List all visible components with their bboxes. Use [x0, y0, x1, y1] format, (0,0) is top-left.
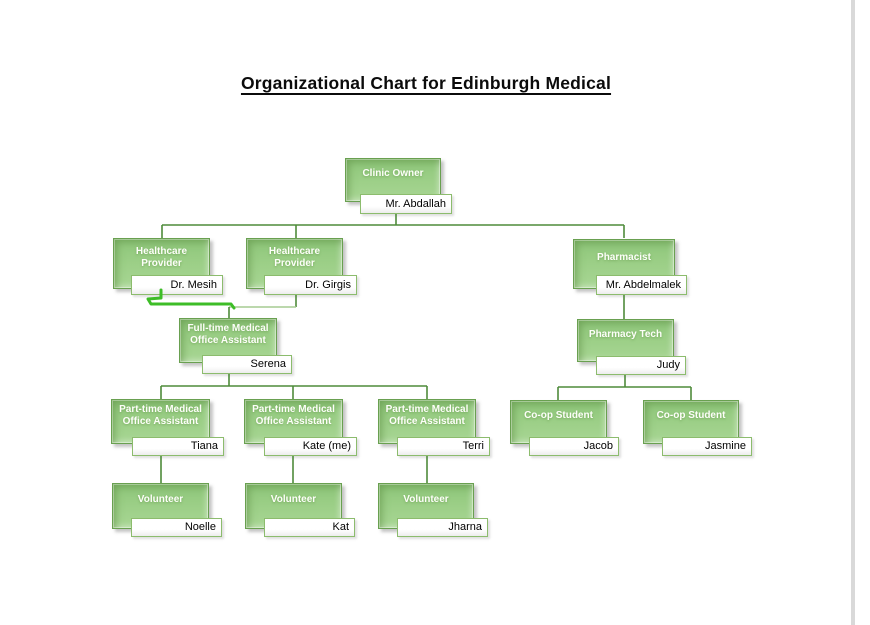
page-title[interactable]: Organizational Chart for Edinburgh Medic…: [240, 73, 612, 93]
name-text-mr-abdallah: Mr. Abdallah: [385, 197, 446, 210]
org-name-kat[interactable]: Kat: [264, 518, 355, 537]
org-name-judy[interactable]: Judy: [596, 356, 686, 375]
node-title-volunteer-3: Volunteer: [403, 494, 449, 505]
node-title-volunteer-1: Volunteer: [137, 494, 184, 505]
org-name-dr-girgis[interactable]: Dr. Girgis: [264, 275, 357, 295]
org-name-jharna[interactable]: Jharna: [397, 518, 488, 537]
org-node-coop-student-1[interactable]: Co-op Student: [510, 400, 607, 444]
node-title-clinic-owner: Clinic Owner: [362, 168, 424, 179]
name-text-kat: Kat: [332, 521, 349, 533]
node-title-parttime-moa-1: Part-time Medical Office Assistant: [119, 403, 202, 427]
org-name-noelle[interactable]: Noelle: [131, 518, 222, 537]
node-title-pharmacy-tech: Pharmacy Tech: [588, 328, 663, 340]
node-title-provider-2: Healthcare Provider: [268, 245, 321, 269]
page-right-edge: [851, 0, 855, 625]
name-text-jharna: Jharna: [448, 521, 482, 533]
node-title-pharmacist: Pharmacist: [597, 252, 651, 263]
org-node-parttime-moa-1[interactable]: Part-time Medical Office Assistant: [111, 399, 210, 444]
name-text-tiana: Tiana: [190, 440, 218, 452]
name-text-serena: Serena: [250, 358, 286, 370]
name-text-jacob: Jacob: [583, 440, 613, 452]
org-name-mr-abdallah[interactable]: Mr. Abdallah: [360, 194, 452, 214]
node-title-coop-student-2: Co-op Student: [656, 410, 726, 421]
name-text-kate-me: Kate (me): [302, 440, 351, 452]
document-page: Organizational Chart for Edinburgh Medic…: [111, 73, 752, 537]
name-text-noelle: Noelle: [184, 521, 216, 533]
org-node-parttime-moa-3[interactable]: Part-time Medical Office Assistant: [378, 399, 476, 444]
org-name-kate-me[interactable]: Kate (me): [264, 437, 357, 456]
org-name-mr-abdelmalek[interactable]: Mr. Abdelmalek: [596, 275, 687, 295]
name-text-mr-abdelmalek: Mr. Abdelmalek: [605, 278, 681, 291]
node-title-parttime-moa-3: Part-time Medical Office Assistant: [385, 403, 469, 427]
name-text-dr-mesih: Dr. Mesih: [170, 278, 217, 291]
node-title-volunteer-2: Volunteer: [270, 494, 317, 505]
org-name-terri[interactable]: Terri: [397, 437, 490, 456]
name-text-judy: Judy: [656, 359, 680, 371]
name-text-terri: Terri: [462, 440, 484, 452]
org-node-parttime-moa-2[interactable]: Part-time Medical Office Assistant: [244, 399, 343, 444]
name-text-jasmine: Jasmine: [705, 440, 746, 452]
org-name-jacob[interactable]: Jacob: [529, 437, 619, 456]
org-node-pharmacy-tech[interactable]: Pharmacy Tech: [577, 319, 674, 362]
node-title-provider-1: Healthcare Provider: [135, 245, 188, 269]
org-name-serena[interactable]: Serena: [202, 355, 292, 374]
name-text-dr-girgis: Dr. Girgis: [305, 278, 351, 291]
node-title-fulltime-moa: Full-time Medical Office Assistant: [187, 322, 269, 346]
node-title-coop-student-1: Co-op Student: [524, 410, 593, 421]
node-title-parttime-moa-2: Part-time Medical Office Assistant: [252, 403, 335, 427]
org-name-jasmine[interactable]: Jasmine: [662, 437, 752, 456]
org-name-tiana[interactable]: Tiana: [132, 437, 224, 456]
org-name-dr-mesih[interactable]: Dr. Mesih: [131, 275, 223, 295]
